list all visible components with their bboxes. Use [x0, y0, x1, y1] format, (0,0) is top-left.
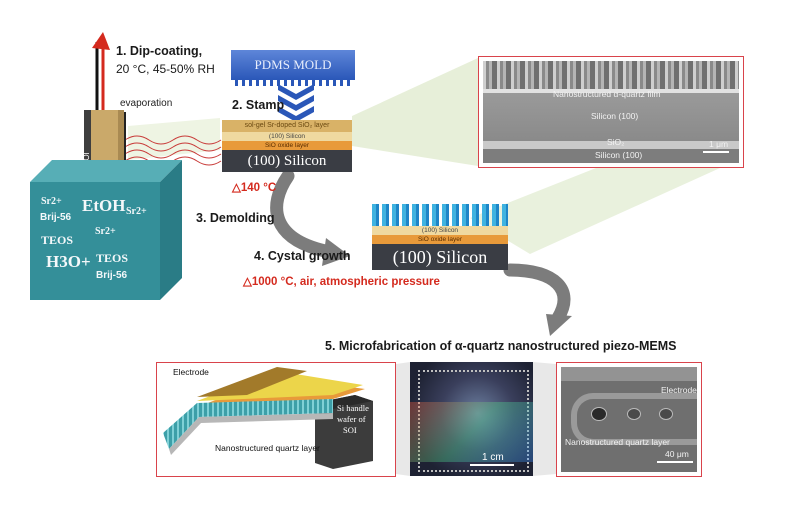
sem-silicon-top	[483, 93, 739, 141]
sem2-electrode-label: Electrode	[661, 385, 697, 395]
chip-photo: 1 cm	[410, 362, 533, 476]
pdms-mold: PDMS MOLD	[231, 50, 355, 86]
sol-h3o: H3O+	[46, 252, 91, 271]
step4-title: 4. Cystal growth	[254, 249, 351, 263]
sol-brij-1: Brij-56	[40, 212, 72, 223]
sol-gel-bath	[30, 160, 182, 300]
sem1-oxide-label: SiO₂	[607, 137, 625, 147]
sol-etoh: EtOH	[82, 196, 126, 215]
arrow-demold	[270, 169, 337, 259]
stamp-chevrons	[278, 84, 314, 122]
sem1-silicon-bottom-label: Silicon (100)	[595, 150, 643, 160]
sol-brij-2: Brij-56	[96, 270, 128, 281]
sol-sr-2: Sr2+	[126, 206, 147, 217]
substrate-stack-1: sol-gel Sr-doped SiO₂ layer (100) Silico…	[222, 120, 352, 172]
handle-line-2: wafer of	[337, 414, 366, 424]
sem2-scale-label: 40 μm	[665, 449, 689, 459]
sol-teos-1: TEOS	[41, 233, 74, 247]
step3-title: 3. Demolding	[196, 211, 275, 225]
sol-sr-3: Sr2+	[95, 226, 116, 237]
sem2-hole-1	[591, 407, 607, 421]
stack2-silicon-base: (100) Silicon	[372, 244, 508, 270]
temp-140: △140 °C	[232, 182, 277, 194]
sem2-hole-3	[659, 408, 673, 420]
arrow-microfab-head	[546, 314, 572, 336]
sem1-silicon-top-label: Silicon (100)	[591, 111, 639, 121]
sol-teos-2: TEOS	[96, 251, 129, 265]
arrow-microfab	[503, 263, 571, 325]
pdms-mold-pillars	[235, 80, 351, 86]
arrow-demold-head	[322, 238, 350, 266]
sem2-electrode-track	[571, 393, 697, 445]
sem2-top-region	[561, 367, 697, 381]
quartz-nanopillars	[372, 204, 508, 226]
handle-line-1: Si handle	[337, 403, 369, 413]
beam-stack1-sem1	[352, 58, 478, 166]
temp-1000: △1000 °C, air, atmospheric pressure	[243, 276, 440, 288]
stack2-oxide-layer: SiO oxide layer	[372, 235, 508, 244]
stack1-solgel-layer: sol-gel Sr-doped SiO₂ layer	[222, 120, 352, 132]
sem-cross-section: Nanostructured α-quartz film Silicon (10…	[478, 56, 744, 168]
sem-image: Nanostructured α-quartz film Silicon (10…	[483, 61, 739, 163]
stack1-silicon-thin: (100) Silicon	[222, 132, 352, 141]
sol-sr-1: Sr2+	[41, 196, 62, 207]
stack1-silicon-base: (100) Silicon	[222, 150, 352, 172]
sem-silicon-bottom	[483, 149, 739, 163]
substrate-stack-2: (100) Silicon SiO oxide layer (100) Sili…	[372, 226, 508, 270]
device-electrode-label: Electrode	[173, 367, 209, 377]
device-quartz-label: Nanostructured quartz layer	[215, 443, 320, 453]
sem-device-image: Electrode Nanostructured quartz layer 40…	[561, 367, 697, 472]
chip-iridescence	[410, 402, 533, 462]
device-handle-label: Si handle wafer of SOI	[337, 403, 369, 436]
chip-scale-label: 1 cm	[482, 452, 504, 463]
stack2-silicon-thin: (100) Silicon	[372, 226, 508, 235]
sem1-scale-bar	[703, 151, 729, 153]
beam-chip-right	[533, 362, 556, 476]
beam-stack2-sem1	[470, 168, 720, 254]
step1-conditions: 20 °C, 45-50% RH	[116, 62, 215, 76]
stack1-oxide-layer: SiO oxide layer	[222, 141, 352, 150]
sem2-hole-2	[627, 408, 641, 420]
sem1-scale-label: 1 μm	[709, 139, 729, 149]
sem2-quartz-label: Nanostructured quartz layer	[565, 437, 670, 447]
pdms-mold-label: PDMS MOLD	[254, 57, 332, 72]
beam-chip-left	[396, 362, 410, 476]
sem1-film-label: Nanostructured α-quartz film	[553, 89, 661, 99]
step5-title: 5. Microfabrication of α-quartz nanostru…	[325, 339, 677, 353]
piezo-device-box: Electrode Nanostructured quartz layer Si…	[156, 362, 396, 477]
sem-pillars	[483, 61, 739, 89]
handle-line-3: SOI	[343, 425, 357, 435]
sem2-scale-bar	[657, 461, 693, 463]
chip-scale-bar	[470, 464, 514, 466]
chip-pads	[418, 370, 529, 472]
step1-title: 1. Dip-coating,	[116, 44, 203, 58]
sem-film-line	[483, 89, 739, 93]
sem-device-box: Electrode Nanostructured quartz layer 40…	[556, 362, 702, 477]
step2-title: 2. Stamp	[232, 98, 285, 112]
piezo-cantilever	[163, 367, 373, 469]
sem-oxide	[483, 141, 739, 149]
evaporation-label: evaporation	[120, 98, 173, 109]
